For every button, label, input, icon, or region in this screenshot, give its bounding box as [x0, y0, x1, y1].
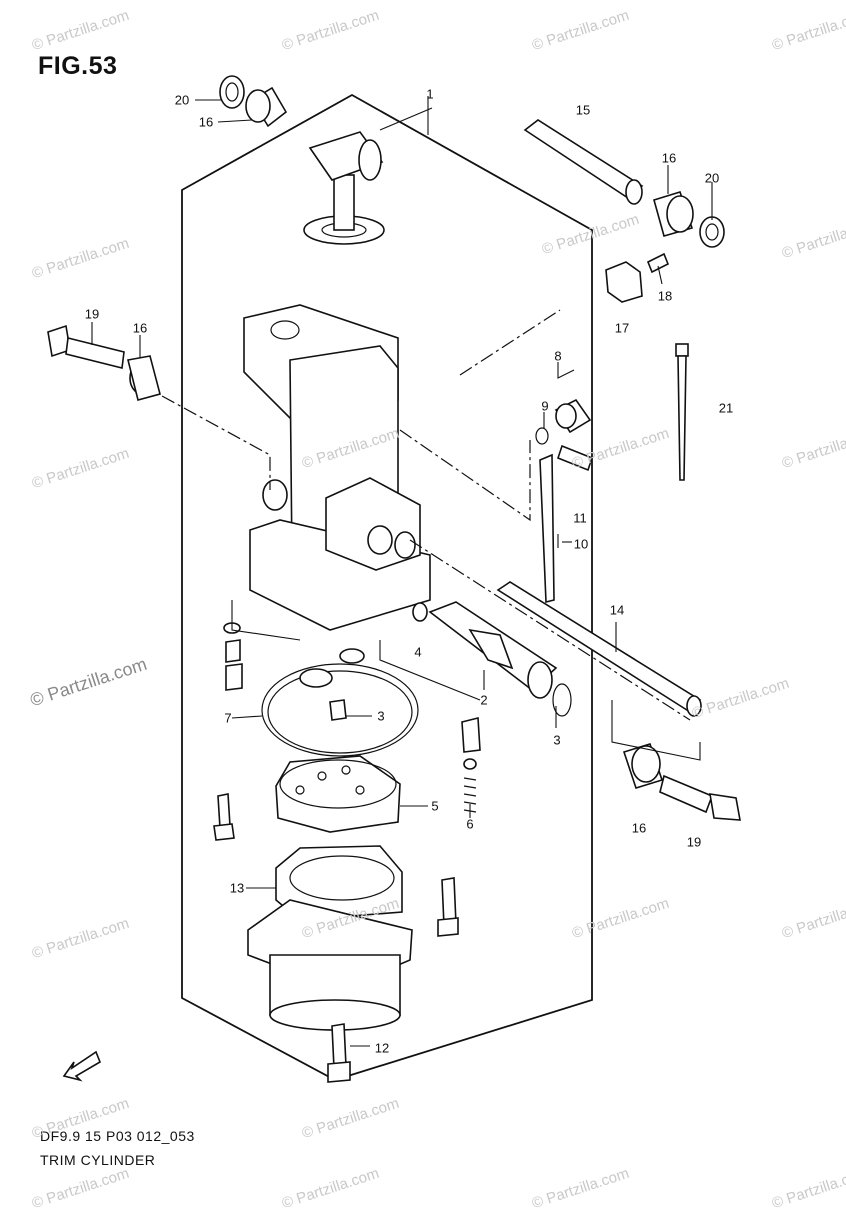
leader-8	[557, 362, 575, 379]
leader-18	[657, 265, 663, 285]
callout-13: 13	[229, 880, 245, 896]
assembly-line-6	[231, 600, 301, 641]
leader-16a	[217, 119, 253, 123]
screw-left	[213, 793, 235, 841]
callout-16: 16	[661, 150, 677, 166]
right-bushing	[653, 191, 725, 248]
callout-20: 20	[704, 170, 720, 186]
screw-right	[437, 877, 459, 937]
callout-3: 3	[377, 708, 385, 724]
o-ring-7	[261, 648, 419, 757]
leader-7	[231, 715, 263, 719]
assembly-frame	[181, 93, 593, 1081]
small-fittings-left	[223, 622, 243, 691]
callout-8: 8	[554, 348, 562, 364]
lower-right-bolt	[622, 743, 741, 821]
cylinder-body	[243, 304, 431, 631]
left-bolt-19	[47, 324, 161, 401]
reservoir-plate-5	[275, 755, 401, 833]
callout-17: 17	[614, 320, 630, 336]
part-17-block	[605, 252, 670, 303]
callout-10: 10	[573, 536, 589, 552]
clamp-10	[539, 444, 593, 604]
valve-assembly	[412, 601, 572, 717]
callout-9: 9	[541, 398, 549, 414]
callout-15: 15	[575, 102, 591, 118]
callout-11: 11	[573, 510, 587, 526]
assembly-line-3	[399, 429, 531, 522]
figure-code: DF9.9 15 P03 012_053	[40, 1128, 195, 1144]
callout-14: 14	[609, 602, 625, 618]
rod-14	[496, 581, 702, 717]
callout-4: 4	[414, 644, 422, 660]
figure-title: FIG.53	[38, 52, 118, 80]
callout-12: 12	[374, 1040, 390, 1056]
top-eye-joint	[303, 131, 385, 245]
callout-1: 1	[426, 86, 434, 102]
callout-18: 18	[657, 288, 673, 304]
screw-12	[327, 1023, 351, 1083]
cable-tie-21	[675, 343, 689, 481]
plug-8	[535, 398, 592, 445]
callout-5: 5	[431, 798, 439, 814]
motor-13	[247, 845, 413, 1031]
assembly-line-7	[379, 640, 481, 701]
assembly-line-5	[379, 107, 433, 131]
callout-16: 16	[132, 320, 148, 336]
callout-16: 16	[631, 820, 647, 836]
callout-2: 2	[480, 692, 488, 708]
assembly-line-2	[459, 309, 561, 376]
assembly-line-8	[611, 700, 701, 761]
fwd-arrow-icon	[62, 1050, 101, 1082]
assembly-line-4	[409, 539, 691, 721]
check-valve-spring	[461, 716, 481, 813]
callout-7: 7	[224, 710, 232, 726]
callout-6: 6	[466, 816, 474, 832]
callout-19: 19	[84, 306, 100, 322]
pin-15	[523, 119, 644, 205]
callout-3: 3	[553, 732, 561, 748]
callout-21: 21	[718, 400, 734, 416]
top-left-bushing	[219, 75, 288, 128]
callout-16: 16	[198, 114, 214, 130]
figure-name: TRIM CYLINDER	[40, 1152, 156, 1168]
callout-19: 19	[686, 834, 702, 850]
callout-20: 20	[174, 92, 190, 108]
assembly-line-1	[161, 395, 271, 490]
